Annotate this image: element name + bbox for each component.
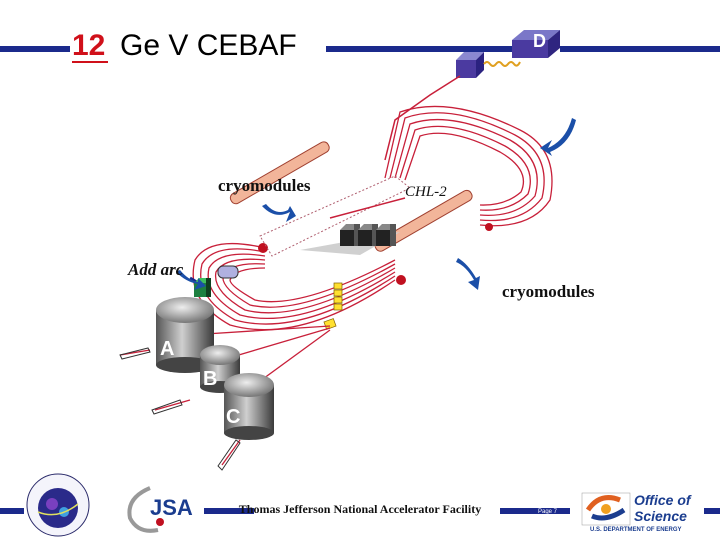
- hall-d-block: [512, 30, 560, 58]
- beam-dumps: [119, 347, 241, 471]
- office-of-science-logo: [581, 492, 631, 526]
- west-arcs: [192, 242, 396, 331]
- hall-c: [224, 373, 274, 440]
- hall-a-label: A: [160, 338, 175, 360]
- page-title: Ge V CEBAF: [120, 29, 297, 62]
- jsa-logo: JSA: [127, 486, 193, 533]
- footer-lab-name: Thomas Jefferson National Accelerator Fa…: [238, 502, 482, 516]
- chl2-plant: [300, 197, 406, 255]
- svg-text:JSA: JSA: [150, 495, 193, 520]
- footer-rule-mid: [204, 508, 254, 514]
- title-rule-right: [326, 46, 516, 52]
- label-add-arc: Add arc: [128, 260, 184, 279]
- hall-a: [156, 297, 214, 373]
- arrows: [176, 118, 576, 290]
- hall-d-line: [384, 75, 461, 161]
- extraction-elements: [323, 282, 343, 330]
- office-of-science-line2: Science: [634, 508, 687, 524]
- label-cryomodules-north: cryomodules: [218, 176, 311, 195]
- north-linac: [229, 141, 411, 257]
- title-rule-left: [0, 46, 70, 52]
- arrow-cryo-right: [456, 258, 480, 290]
- nuclear-physics-logo: [26, 473, 90, 537]
- arrow-cryo-top: [262, 204, 296, 222]
- title-rule-far-right: [560, 46, 720, 52]
- footer-rule-mid2: [500, 508, 570, 514]
- title-number: 12: [72, 29, 106, 62]
- hall-d-label: D: [533, 31, 546, 51]
- footer-rule-right: [704, 508, 720, 514]
- tagger-block: [456, 52, 484, 78]
- east-arcs: [384, 105, 553, 227]
- hall-c-label: C: [226, 406, 241, 428]
- arrow-add-arc: [176, 270, 206, 290]
- office-of-science-line1: Office of: [634, 492, 691, 508]
- label-chl2: CHL-2: [405, 184, 447, 200]
- office-of-science-line3: U.S. DEPARTMENT OF ENERGY: [590, 527, 682, 533]
- south-linac: [374, 189, 493, 285]
- arrow-east: [540, 118, 576, 156]
- hall-b-label: B: [203, 368, 218, 390]
- footer-rule-left: [0, 508, 24, 514]
- label-cryomodules-south: cryomodules: [502, 282, 595, 301]
- photon-beam: [483, 61, 521, 67]
- page-number: Page 7: [538, 509, 558, 515]
